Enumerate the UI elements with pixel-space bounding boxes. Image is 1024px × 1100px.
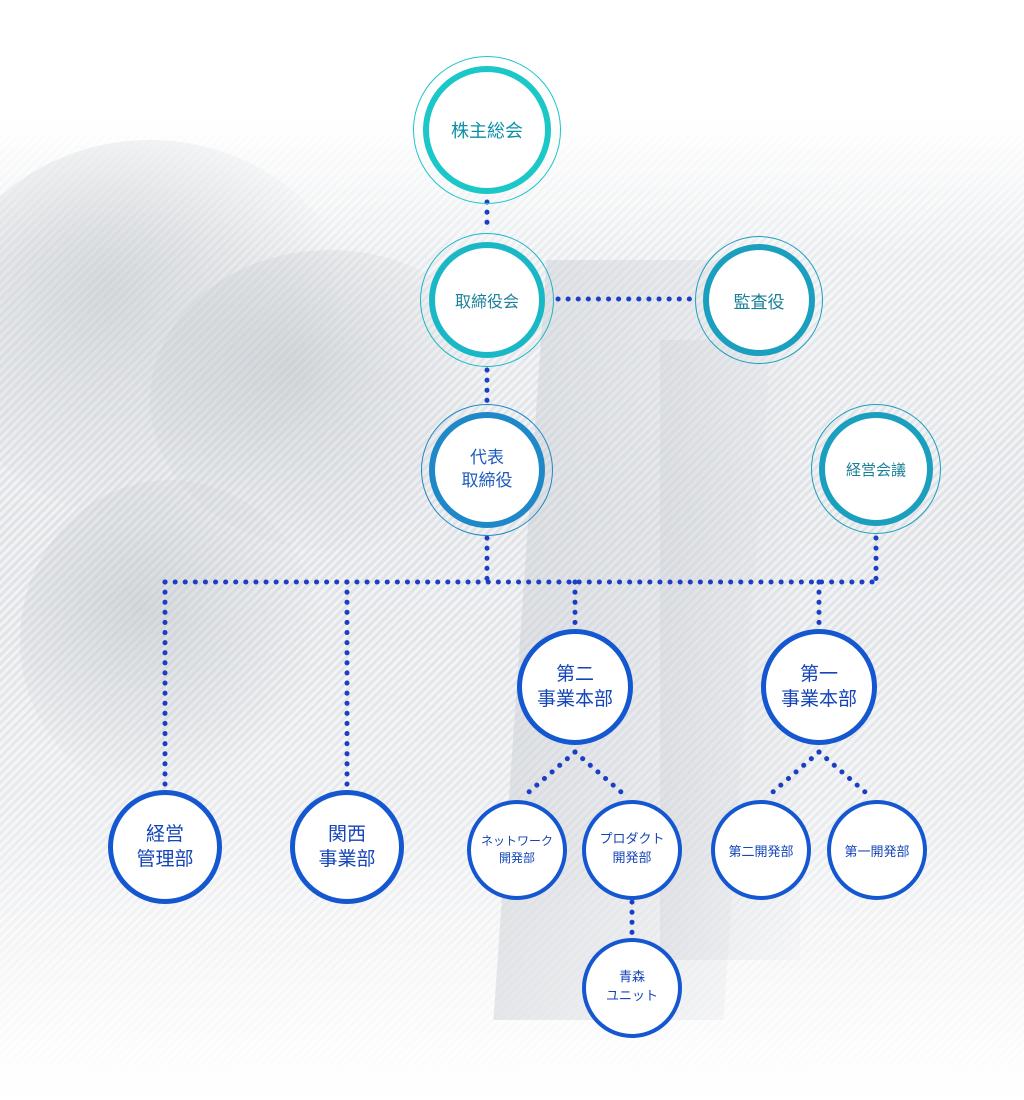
node-label: 代表 取締役	[461, 448, 513, 491]
connector-div1-dev1	[816, 749, 875, 801]
connector-div1-dev2	[763, 749, 822, 801]
node-label: 第二 事業本部	[536, 663, 613, 710]
node-product-development: プロダクト 開発部	[582, 800, 682, 900]
node-label: 青森 ユニット	[605, 970, 658, 1004]
node-auditor: 監査役	[703, 244, 815, 356]
connector-div2-network	[519, 749, 578, 801]
node-label: 第二開発部	[728, 844, 794, 860]
node-business-division-1: 第一 事業本部	[761, 629, 877, 745]
node-development-dept-2: 第二開発部	[711, 800, 811, 900]
node-aomori-unit: 青森 ユニット	[582, 938, 682, 1038]
connector-div2-product	[572, 749, 631, 801]
auditor-outer-ring	[695, 236, 823, 364]
node-business-division-2: 第二 事業本部	[517, 629, 633, 745]
node-label: 第一 事業本部	[780, 663, 857, 710]
node-board-of-directors: 取締役会	[429, 242, 545, 358]
shareholders-outer-ring	[413, 56, 561, 204]
node-label: プロダクト 開発部	[599, 832, 665, 866]
node-shareholders-meeting: 株主総会	[423, 66, 551, 194]
board-outer-ring	[420, 233, 554, 367]
node-label: 関西 事業部	[318, 823, 376, 870]
node-label: ネットワーク 開発部	[480, 833, 553, 865]
node-management-admin: 経営 管理部	[108, 790, 222, 904]
node-label: 経営会議	[845, 460, 906, 479]
ceo-outer-ring	[421, 404, 553, 536]
node-representative-director: 代表 取締役	[429, 412, 545, 528]
node-management-meeting: 経営会議	[819, 412, 933, 526]
node-kansai-business: 関西 事業部	[290, 790, 404, 904]
node-label: 経営 管理部	[136, 823, 194, 870]
node-label: 株主総会	[451, 121, 523, 142]
node-network-development: ネットワーク 開発部	[467, 800, 567, 900]
meeting-outer-ring	[811, 404, 941, 534]
node-development-dept-1: 第一開発部	[827, 800, 927, 900]
node-label: 第一開発部	[844, 844, 910, 860]
node-label: 監査役	[733, 292, 785, 313]
node-label: 取締役会	[454, 292, 519, 311]
